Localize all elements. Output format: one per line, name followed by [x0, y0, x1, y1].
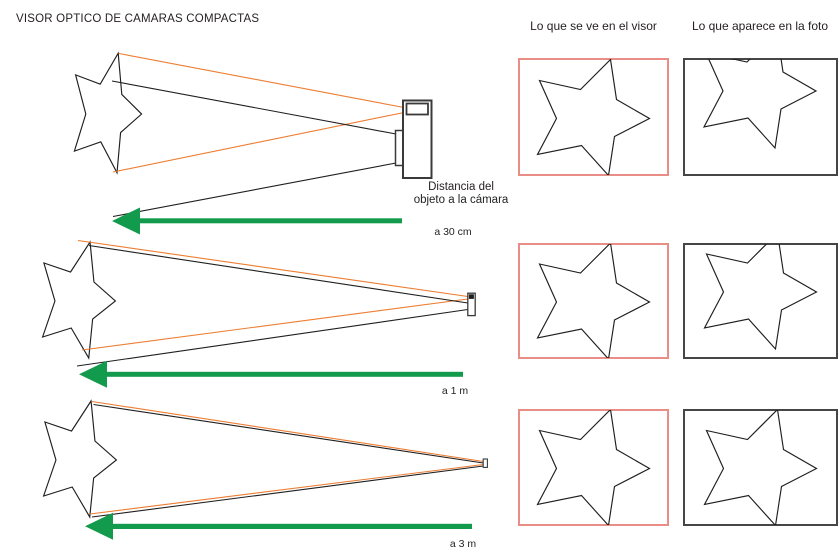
- photo-frame-1m: [683, 243, 838, 359]
- star-in-photo: [703, 410, 818, 525]
- viewfinder-frame-3m: [518, 409, 669, 526]
- diagram-row-3m: [43, 400, 488, 540]
- arrowhead-left-icon: [79, 360, 107, 388]
- lens-sightline-bottom: [76, 308, 468, 367]
- diagram-row-30cm: [73, 52, 433, 235]
- viewfinder-frame-30cm: [518, 58, 669, 176]
- photo-frame-3m: [683, 409, 838, 526]
- star-object-icon: [43, 400, 117, 518]
- lens-sightline-top: [111, 80, 397, 135]
- star-in-photo: [703, 244, 818, 350]
- star-in-viewfinder: [536, 410, 651, 525]
- distance-caption-line2: objeto a la cámara: [413, 193, 509, 206]
- lens-sightline-bottom: [91, 465, 484, 518]
- distance-arrow: [85, 512, 472, 540]
- distance-label-1m: a 1 m: [441, 385, 469, 397]
- star-in-viewfinder: [536, 59, 651, 175]
- arrowhead-left-icon: [112, 207, 140, 235]
- distance-arrow: [79, 360, 463, 388]
- diagram-row-1m: [42, 239, 476, 388]
- viewfinder-sightline-top: [118, 52, 405, 109]
- camera-viewfinder-window: [468, 294, 474, 299]
- viewfinder-sightline-bottom: [112, 111, 405, 173]
- page-title: VISOR OPTICO DE CAMARAS COMPACTAS: [16, 13, 260, 25]
- star-object-icon: [73, 52, 143, 174]
- lens-sightline-bottom: [112, 162, 397, 218]
- distance-arrow: [112, 207, 402, 235]
- viewfinder-frame-1m: [518, 243, 669, 359]
- camera-icon: [467, 292, 476, 317]
- star-in-photo: [703, 59, 817, 149]
- photo-frame-30cm: [683, 58, 838, 176]
- distance-caption: Distancia del objeto a la cámara: [398, 181, 524, 206]
- camera-icon: [482, 458, 488, 468]
- camera-icon: [394, 99, 433, 179]
- lens-sightline-top: [93, 403, 484, 464]
- viewfinder-sightline-bottom: [89, 463, 484, 515]
- distance-label-3m: a 3 m: [449, 538, 477, 550]
- star-in-viewfinder: [536, 244, 651, 358]
- arrowhead-left-icon: [85, 512, 113, 540]
- column-header-viewfinder: Lo que se ve en el visor: [530, 19, 657, 33]
- viewfinder-sightline-top: [91, 400, 484, 463]
- star-object-icon: [42, 241, 116, 359]
- lens-sightline-top: [88, 244, 468, 304]
- camera-body: [467, 292, 476, 317]
- viewfinder-sightline-bottom: [81, 298, 468, 351]
- distance-caption-line1: Distancia del: [428, 181, 494, 193]
- distance-label-30cm: a 30 cm: [434, 226, 472, 238]
- column-header-photo: Lo que aparece en la foto: [691, 19, 829, 33]
- camera-viewfinder-window: [405, 102, 429, 116]
- comparison-frames: [518, 58, 838, 526]
- viewfinder-sightline-top: [77, 239, 468, 298]
